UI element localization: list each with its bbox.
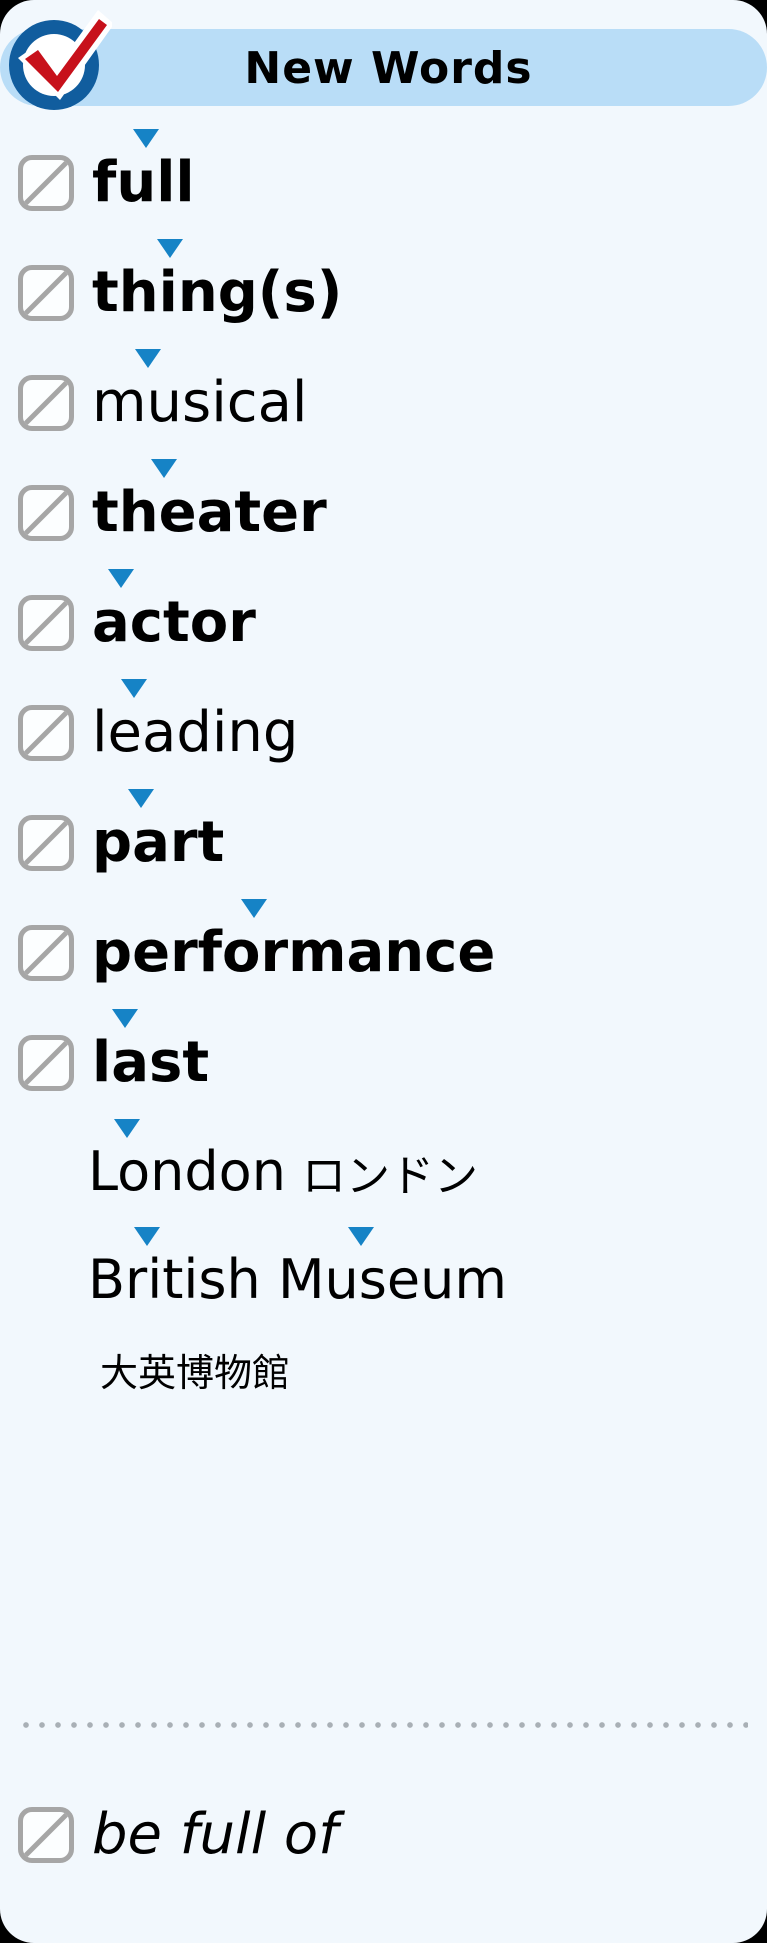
word-label: British Museum (88, 1248, 507, 1311)
stress-accent-triangle-icon (127, 789, 154, 808)
page-title: New Words (244, 43, 533, 94)
word-checkbox[interactable] (18, 485, 74, 541)
word-checkbox[interactable] (18, 815, 74, 871)
checkbox-slash-icon (23, 1812, 69, 1858)
word-row[interactable]: full (0, 128, 767, 238)
stress-accent-triangle-icon (135, 349, 162, 368)
stress-accent-triangle-icon (150, 459, 177, 478)
word-label-wrap: performance (92, 899, 495, 981)
japanese-reading: ロンドン (301, 1151, 478, 1202)
stress-accent-triangle-icon (120, 679, 147, 698)
checkbox-slash-icon (23, 600, 69, 646)
word-label: last (92, 1030, 210, 1095)
word-label: theater (92, 480, 327, 545)
stress-accent-triangle-icon (111, 1009, 138, 1028)
word-label: thing(s) (92, 260, 343, 325)
word-row[interactable]: thing(s) (0, 238, 767, 348)
japanese-translation-row: 大英博物館 (0, 1334, 767, 1404)
word-label-wrap: British Museum (88, 1227, 507, 1307)
checkbox-slash-icon (23, 270, 69, 316)
word-label-wrap: leading (92, 679, 298, 761)
check-mark-badge-icon (2, 8, 114, 118)
word-row[interactable]: last (0, 1008, 767, 1118)
phrase-row[interactable]: be full of (0, 1780, 767, 1890)
word-list: full thing(s) musical theater actor leading pa… (0, 128, 767, 1404)
phrase-list: be full of (0, 1780, 767, 1890)
word-row[interactable]: musical (0, 348, 767, 458)
word-label-wrap: actor (92, 569, 256, 651)
proper-noun-row: British Museum (0, 1226, 767, 1334)
word-label-wrap: London (88, 1119, 286, 1199)
word-label: musical (92, 370, 308, 435)
word-label-wrap: full (92, 129, 195, 211)
word-checkbox[interactable] (18, 155, 74, 211)
word-row[interactable]: part (0, 788, 767, 898)
word-checkbox[interactable] (18, 1035, 74, 1091)
word-row[interactable]: leading (0, 678, 767, 788)
checkbox-slash-icon (23, 160, 69, 206)
checkbox-slash-icon (23, 820, 69, 866)
stress-accent-triangle-icon (108, 569, 135, 588)
word-label-wrap: thing(s) (92, 239, 342, 321)
checkbox-slash-icon (23, 490, 69, 536)
stress-accent-triangle-icon (134, 1227, 161, 1246)
word-label: actor (92, 590, 256, 655)
word-label-wrap: musical (92, 349, 307, 431)
checkbox-slash-icon (23, 710, 69, 756)
phrase-checkbox[interactable] (18, 1807, 74, 1863)
word-checkbox[interactable] (18, 925, 74, 981)
word-label: full (92, 150, 195, 215)
word-checkbox[interactable] (18, 705, 74, 761)
checkbox-slash-icon (23, 1040, 69, 1086)
checkbox-slash-icon (23, 380, 69, 426)
word-checkbox[interactable] (18, 375, 74, 431)
checkbox-slash-icon (23, 930, 69, 976)
word-checkbox[interactable] (18, 595, 74, 651)
word-label-wrap: part (92, 789, 224, 871)
header-bar (0, 29, 767, 106)
word-checkbox[interactable] (18, 265, 74, 321)
stress-accent-triangle-icon (133, 129, 160, 148)
word-label: part (92, 810, 225, 875)
stress-accent-triangle-icon (157, 239, 184, 258)
dotted-divider (18, 1722, 748, 1728)
word-label: London (88, 1140, 286, 1203)
word-label: be full of (92, 1802, 338, 1867)
word-row[interactable]: actor (0, 568, 767, 678)
word-label-wrap: be full of (92, 1807, 338, 1863)
word-row[interactable]: performance (0, 898, 767, 1008)
word-label: leading (92, 700, 299, 765)
stress-accent-triangle-icon (347, 1227, 374, 1246)
word-label-wrap: last (92, 1009, 209, 1091)
stress-accent-triangle-icon (241, 899, 268, 918)
japanese-translation: 大英博物館 (100, 1350, 291, 1395)
word-label: performance (92, 920, 496, 985)
stress-accent-triangle-icon (113, 1119, 140, 1138)
word-row[interactable]: theater (0, 458, 767, 568)
word-label-wrap: theater (92, 459, 327, 541)
proper-noun-row: London ロンドン (0, 1118, 767, 1226)
